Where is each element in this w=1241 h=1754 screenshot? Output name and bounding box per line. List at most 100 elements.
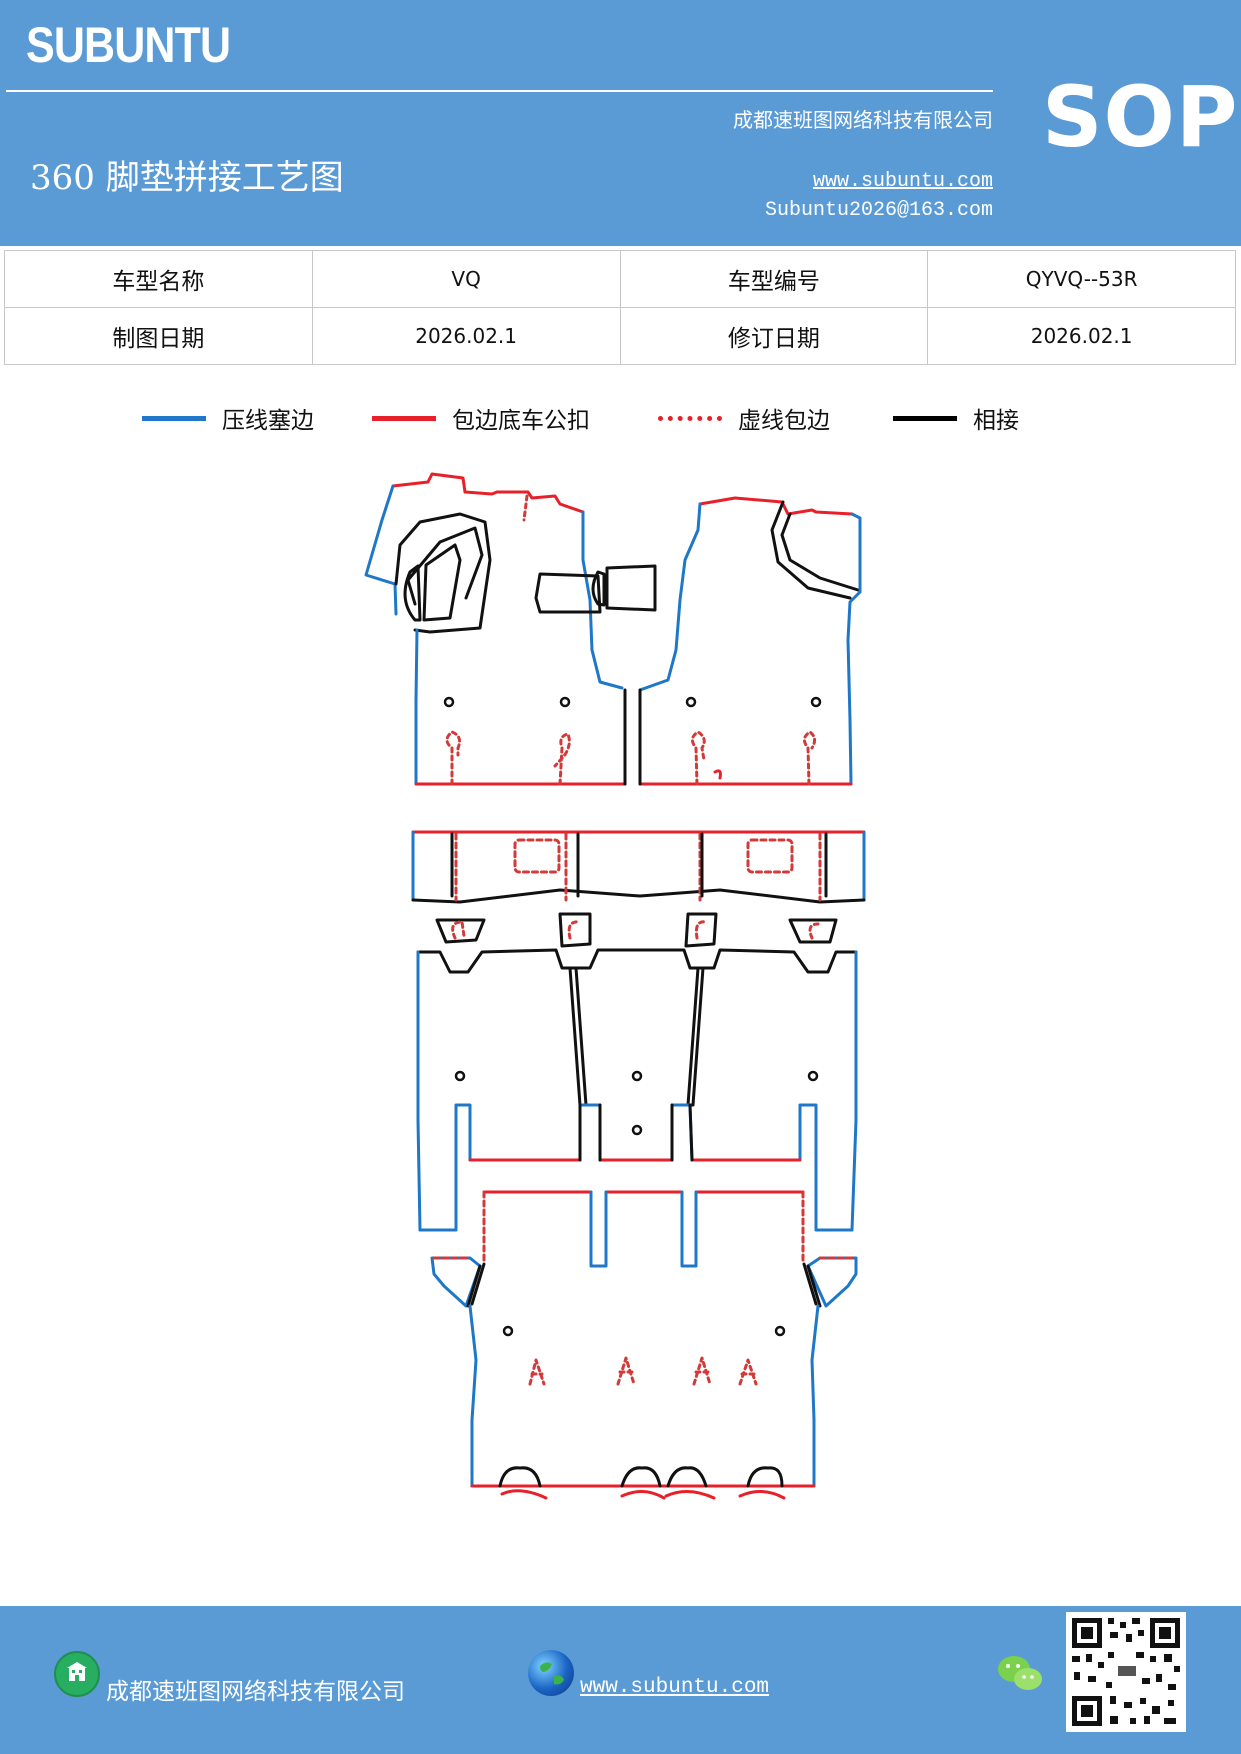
- second-row-left: [416, 950, 422, 1232]
- fixing-hole: [454, 1070, 466, 1082]
- legend-item-edge-binding: 包边底车公扣: [372, 398, 590, 438]
- revise-date-value: 2026.02.1: [927, 307, 1236, 365]
- second-row-right: [850, 950, 858, 1232]
- legend-swatch-blue: [142, 415, 206, 421]
- model-name-label: 车型名称: [4, 250, 313, 308]
- front-right-mat: [638, 496, 862, 786]
- dashed-clip: [691, 730, 706, 786]
- legend-item-joint: 相接: [893, 398, 1019, 438]
- footer-website-link[interactable]: www.subuntu.com: [580, 1676, 770, 1699]
- front-left-mat: [364, 472, 627, 786]
- strip-dashed-window: [513, 838, 561, 874]
- legend-label: 相接: [973, 408, 1019, 434]
- heel-pad-red: [620, 1490, 716, 1500]
- front-right-inner-2: [780, 512, 860, 592]
- connector-left: [534, 572, 602, 614]
- table-row: 制图日期 2026.02.1 修订日期 2026.02.1: [4, 307, 1236, 365]
- revise-date-label: 修订日期: [619, 307, 929, 365]
- dashed-clip: [553, 732, 571, 786]
- heel-pad: [498, 1466, 542, 1488]
- fixing-hole: [502, 1325, 514, 1337]
- legend-label: 包边底车公扣: [452, 408, 590, 434]
- legend-swatch-red-dotted: [658, 415, 722, 421]
- wechat-icon[interactable]: [996, 1652, 1044, 1696]
- tunnel-connector: [534, 564, 657, 614]
- fixing-hole: [774, 1325, 786, 1337]
- header-company-name: 成都速班图网络科技有限公司: [733, 108, 993, 132]
- second-row-tunnel-left: [568, 966, 588, 1107]
- fixing-hole: [443, 696, 455, 708]
- connector-right: [605, 564, 657, 612]
- legend-item-press-line: 压线塞边: [142, 398, 314, 438]
- front-left-top-edge: [391, 472, 467, 494]
- header-website-link[interactable]: www.subuntu.com: [812, 170, 993, 193]
- seat-tab-dashed: [451, 920, 820, 940]
- third-row-wing-joint: [466, 1262, 822, 1308]
- third-row-dashed-left: [482, 1190, 805, 1264]
- company-building-icon: [54, 1651, 100, 1697]
- third-row-mat: [430, 1190, 858, 1500]
- seat-tab: [558, 912, 592, 948]
- front-left-inner: [406, 526, 484, 606]
- dashed-hook: [713, 769, 722, 780]
- brand-logo: SUBUNTU: [26, 17, 231, 73]
- heel-pad: [746, 1466, 784, 1488]
- front-left-top-notch: [463, 490, 499, 496]
- front-right-top: [698, 496, 854, 516]
- seat-tab: [684, 912, 718, 948]
- strip-bottom: [411, 888, 866, 904]
- page-title: 360 脚垫拼接工艺图: [30, 158, 344, 198]
- seat-tab: [435, 918, 486, 944]
- front-right-inner: [770, 500, 852, 600]
- dashed-clip-a: [692, 1356, 712, 1386]
- dashed-clip: [445, 730, 461, 786]
- dashed-clip: [803, 730, 817, 786]
- front-left-oval-2: [422, 543, 462, 622]
- model-code-label: 车型编号: [619, 250, 929, 308]
- front-left-shape: [394, 512, 492, 634]
- vehicle-info-table: 车型名称 VQ 车型编号 QYVQ--53R 制图日期 2026.02.1 修订…: [4, 250, 1236, 365]
- third-row-right-edge: [810, 1304, 820, 1488]
- heel-pad-red: [738, 1490, 786, 1500]
- second-row-strip: [411, 830, 866, 904]
- strip-seps: [450, 832, 828, 898]
- header-divider: [6, 90, 993, 92]
- front-left-right-edge: [581, 510, 624, 690]
- seat-tabs: [435, 912, 838, 948]
- third-row-left-wing: [430, 1256, 482, 1308]
- second-row-joints: [578, 1103, 694, 1162]
- heel-pad: [620, 1466, 662, 1488]
- third-row-left-edge: [468, 1304, 478, 1488]
- legend-label: 虚线包边: [738, 408, 830, 434]
- fixing-hole: [631, 1124, 643, 1136]
- table-row: 车型名称 VQ 车型编号 QYVQ--53R: [4, 250, 1236, 308]
- header-email[interactable]: Subuntu2026@163.com: [764, 199, 993, 222]
- legend-label: 压线塞边: [222, 408, 314, 434]
- draw-date-value: 2026.02.1: [311, 307, 621, 365]
- second-row-top: [416, 948, 858, 974]
- legend-item-dashed-binding: 虚线包边: [658, 398, 830, 438]
- connector-oval: [591, 570, 606, 607]
- fixing-hole: [810, 696, 822, 708]
- globe-icon: [528, 1650, 574, 1696]
- fixing-hole: [631, 1070, 643, 1082]
- front-right-right-edge: [846, 512, 862, 786]
- fixing-hole: [559, 696, 571, 708]
- front-left-right-dashed: [522, 494, 529, 522]
- strip-dashed-window: [746, 838, 794, 874]
- second-row-mat: [416, 948, 858, 1232]
- heel-pad-red: [500, 1489, 548, 1500]
- heel-pad: [666, 1466, 708, 1488]
- floor-mat-diagram: [364, 472, 866, 1500]
- dashed-clip-a: [528, 1358, 546, 1386]
- page-footer: 成都速班图网络科技有限公司 www.subuntu.com: [0, 1606, 1241, 1754]
- qr-code-icon[interactable]: [1066, 1612, 1186, 1732]
- front-left-oval: [403, 564, 422, 622]
- front-left-right-top: [495, 490, 585, 514]
- fixing-hole: [807, 1070, 819, 1082]
- draw-date-label: 制图日期: [4, 307, 313, 365]
- third-row-top-tabs: [589, 1190, 698, 1268]
- legend-swatch-black: [893, 415, 957, 421]
- seat-tab: [788, 918, 838, 944]
- front-right-left-edge: [638, 502, 702, 692]
